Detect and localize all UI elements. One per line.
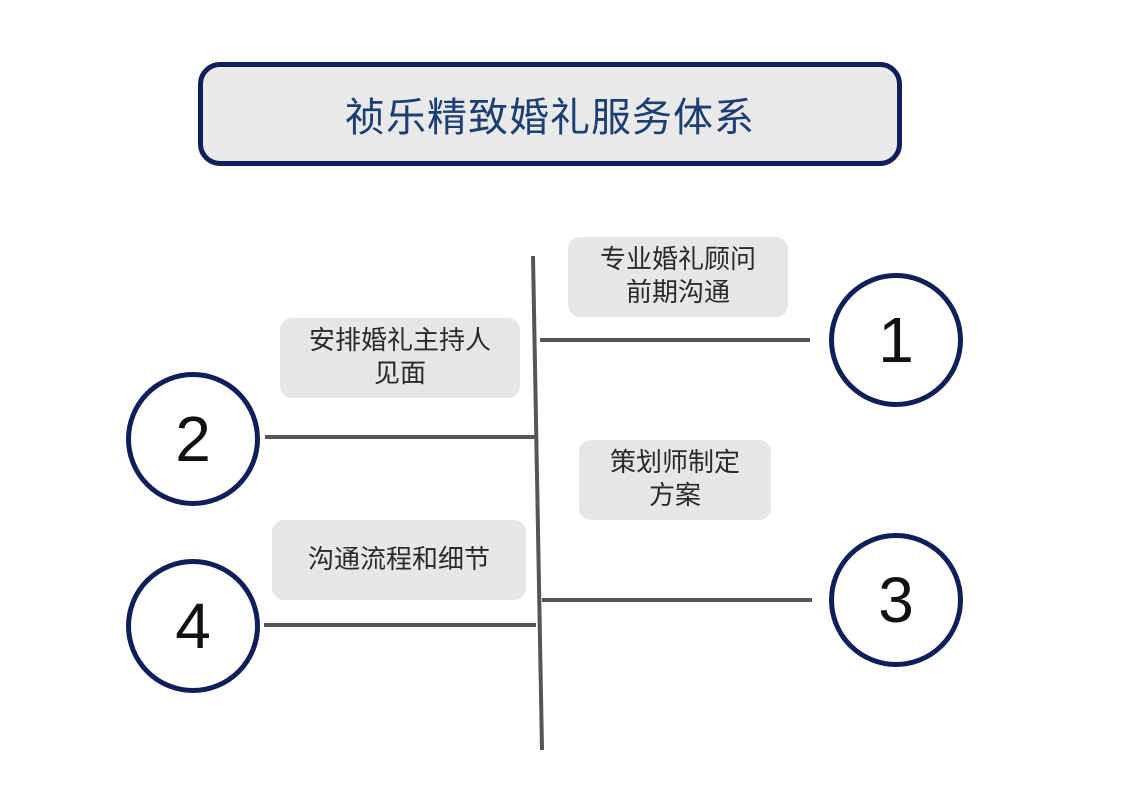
step-4-line-1: 沟通流程和细节 [307, 544, 490, 575]
step-2-line-2: 见面 [373, 359, 426, 389]
step-circle-4: 4 [126, 559, 260, 693]
step-label-1: 专业婚礼顾问 前期沟通 [568, 237, 788, 317]
step-3-line-1: 策划师制定 [609, 448, 740, 478]
title-box: 祯乐精致婚礼服务体系 [198, 62, 902, 166]
step-circle-1: 1 [829, 273, 963, 407]
step-label-3: 策划师制定 方案 [579, 440, 771, 520]
step-1-line-1: 专业婚礼顾问 [599, 245, 756, 275]
step-circle-2: 2 [126, 372, 260, 506]
step-label-4: 沟通流程和细节 [272, 520, 526, 600]
step-3-line-2: 方案 [648, 481, 701, 511]
step-2-line-1: 安排婚礼主持人 [308, 326, 491, 356]
step-number-2: 2 [175, 403, 211, 475]
step-number-3: 3 [878, 564, 914, 636]
step-number-1: 1 [878, 304, 914, 376]
step-number-4: 4 [175, 590, 211, 662]
step-1-line-2: 前期沟通 [625, 278, 730, 308]
main-spine [531, 255, 544, 751]
step-label-2: 安排婚礼主持人 见面 [280, 318, 520, 398]
diagram-title: 祯乐精致婚礼服务体系 [345, 95, 755, 141]
step-circle-3: 3 [829, 533, 963, 667]
